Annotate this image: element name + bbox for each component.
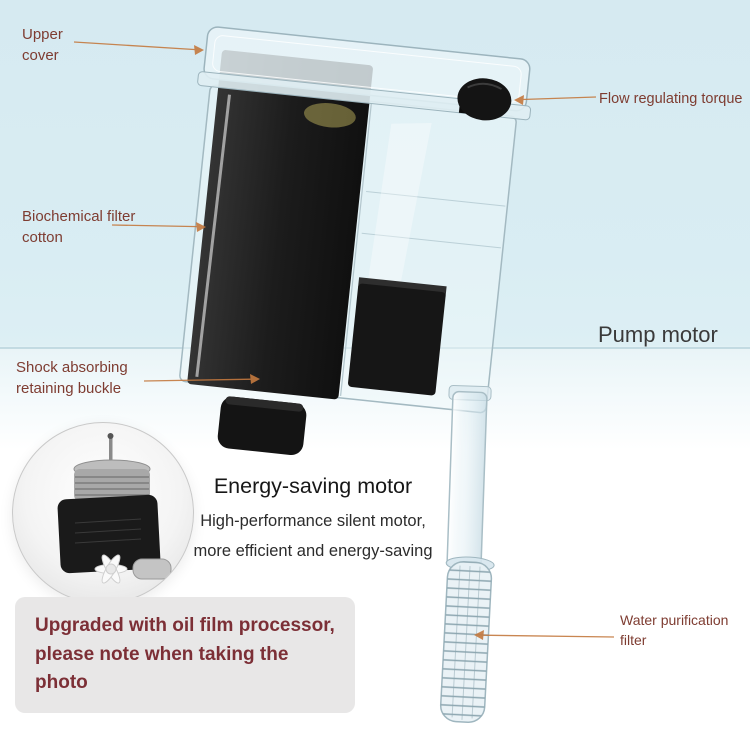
callout-line-biochemical xyxy=(111,222,206,232)
callout-flow-regulating-torque: Flow regulating torque xyxy=(599,91,743,107)
body-edge-highlight xyxy=(195,94,231,377)
weir-line-2 xyxy=(361,232,502,249)
callout-upper-cover: Upper cover xyxy=(22,26,63,64)
knob-highlight xyxy=(467,82,503,90)
biochemical-sponge xyxy=(187,50,373,400)
pump-box xyxy=(348,283,446,396)
strainer-mesh-2 xyxy=(461,566,471,720)
lid-inner-line xyxy=(212,35,522,103)
oil-film-notice-box: Upgraded with oil film processor, please… xyxy=(15,597,355,713)
sponge-highlight xyxy=(303,103,356,128)
callout-line-shock-absorbing xyxy=(143,374,260,384)
arrow-shock-absorbing xyxy=(250,374,260,384)
motor-shaft-tip xyxy=(107,433,114,439)
bottom-cap xyxy=(217,396,307,456)
callout-line-flow-regulating xyxy=(514,95,597,105)
arrow-upper-cover xyxy=(194,45,204,55)
strainer-filter xyxy=(439,556,495,723)
callout-water-purification-filter: Water purification filter xyxy=(620,612,729,648)
arrow-flow-regulating xyxy=(514,95,524,105)
callout-pump-motor: Pump motor xyxy=(598,322,718,347)
callout-shock-absorbing-buckle: Shock absorbing retaining buckle xyxy=(16,359,128,397)
lid-rim xyxy=(197,71,532,121)
intake-tube xyxy=(446,384,492,570)
strainer-mesh-3 xyxy=(471,566,481,719)
motor-body-texture xyxy=(74,518,142,544)
energy-saving-desc-1: High-performance silent motor, xyxy=(200,512,426,530)
bottom-cap-rim xyxy=(225,396,304,412)
energy-saving-desc-2: more efficient and energy-saving xyxy=(193,542,433,560)
body-reflection xyxy=(364,122,432,307)
arrow-water-purification xyxy=(474,630,484,640)
flow-knob xyxy=(457,78,512,121)
motor-shaft xyxy=(109,435,113,477)
callout-lines xyxy=(73,41,615,640)
impeller-shaft-cylinder xyxy=(132,558,172,580)
filter-unit xyxy=(179,26,532,456)
energy-saving-title: Energy-saving motor xyxy=(213,474,413,498)
callout-biochemical-filter-cotton: Biochemical filter cotton xyxy=(22,208,136,246)
impeller xyxy=(94,554,128,584)
motor-body xyxy=(57,494,161,574)
weir-line-1 xyxy=(366,190,506,207)
motor-inset-photo xyxy=(12,422,194,604)
energy-saving-block: Energy-saving motor High-performance sil… xyxy=(168,474,458,572)
compartment-divider xyxy=(340,103,372,396)
callout-line-upper-cover xyxy=(73,41,204,55)
arrow-biochemical xyxy=(196,222,206,232)
motor-cap-ribs xyxy=(75,476,149,496)
strainer-mesh-1 xyxy=(451,565,461,718)
pump-motor-drawing xyxy=(57,433,172,584)
callout-line-water-purification xyxy=(474,630,615,640)
